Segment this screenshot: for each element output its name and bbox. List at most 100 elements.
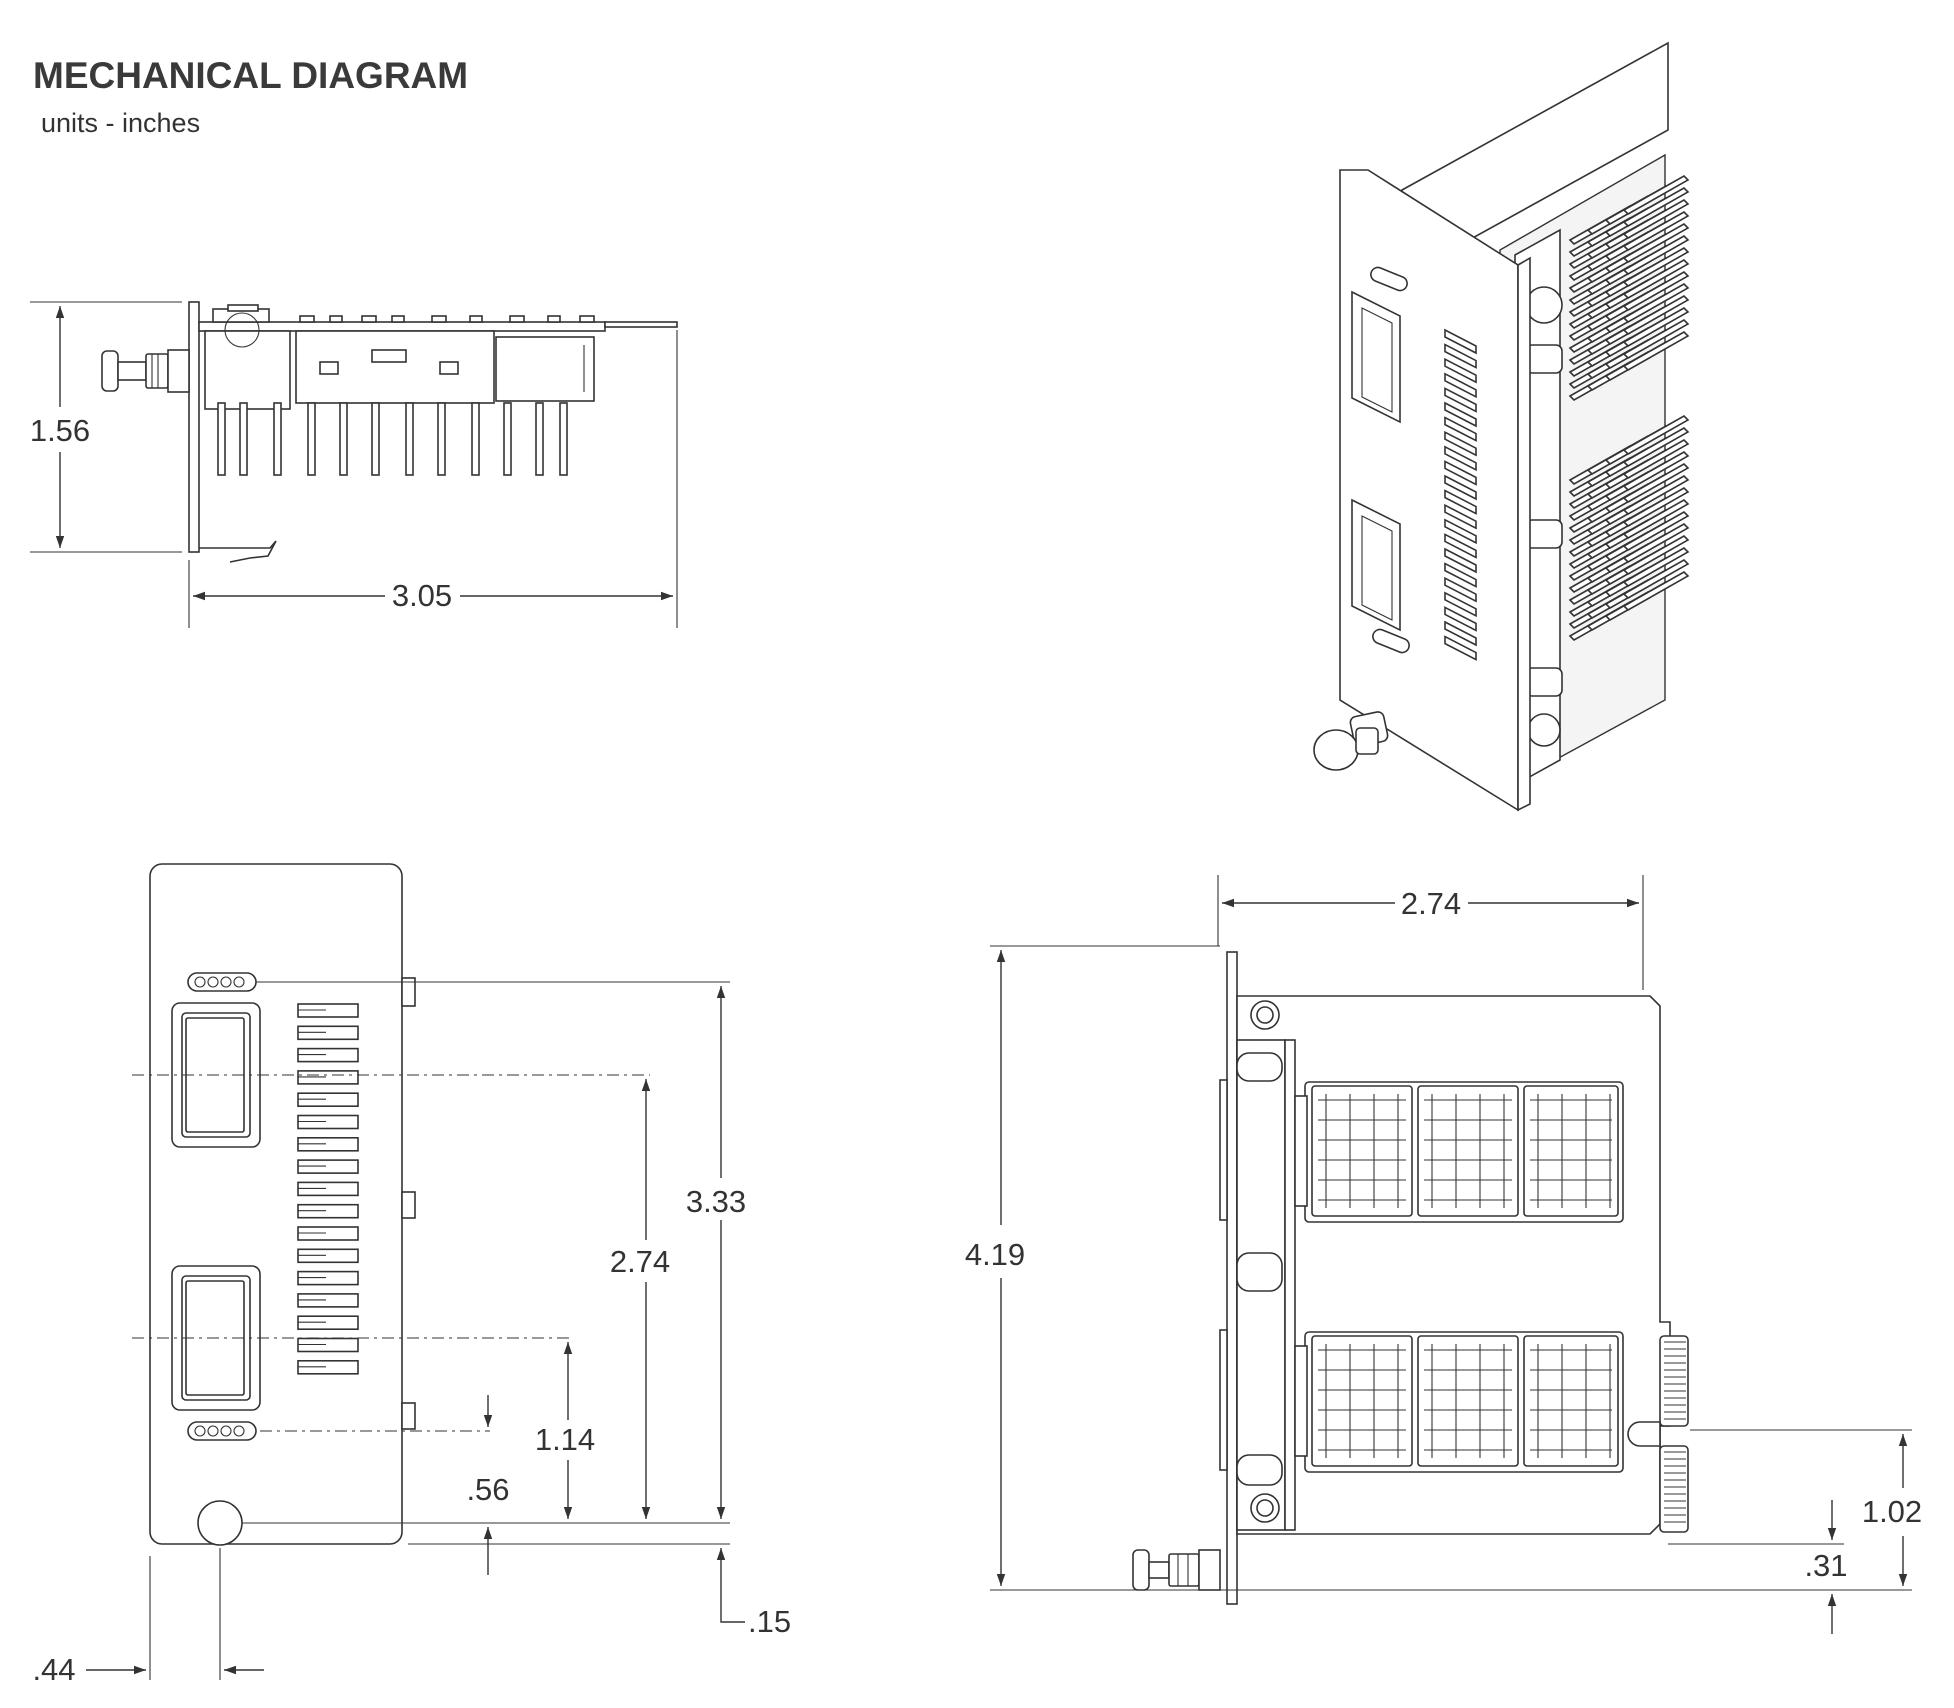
top-heatsink-block: [1417, 1335, 1519, 1467]
iso-fin: [1622, 199, 1690, 239]
side-fin: [471, 402, 480, 476]
iso-fin: [1622, 523, 1690, 563]
side-length-dimension: 3.05: [392, 578, 452, 613]
iso-fin: [1622, 259, 1690, 299]
iso-vent-slot: [1444, 606, 1477, 632]
side-cage-left: [204, 330, 291, 410]
iso-vent-slot: [1444, 533, 1477, 559]
front-view: 3.33 2.74 1.14 .56 .15 .44: [32, 863, 791, 1687]
units-note: units - inches: [41, 108, 200, 138]
iso-fin: [1622, 247, 1690, 287]
front-led-dimension: .56: [466, 1472, 509, 1507]
iso-fin: [1622, 427, 1690, 467]
top-heatsink-clip: [1294, 1345, 1308, 1457]
iso-vent-slot: [1444, 357, 1477, 384]
side-fin: [371, 402, 380, 476]
side-pcb-edge: [604, 321, 678, 328]
top-edge-dimension: .31: [1804, 1548, 1847, 1583]
top-heatsink-clip: [1294, 1095, 1308, 1207]
top-length-dimension: 4.19: [965, 1237, 1025, 1272]
iso-fin: [1622, 571, 1690, 611]
side-faceplate: [188, 301, 200, 553]
side-fin: [437, 402, 446, 476]
top-view: 2.74 4.19 1.02 .31: [965, 875, 1922, 1634]
front-led-group-top: [187, 972, 257, 992]
side-fin: [535, 402, 544, 476]
iso-vent-slot: [1444, 489, 1477, 515]
side-fin: [559, 402, 568, 476]
iso-fin: [1622, 211, 1690, 251]
iso-vent-slot: [1444, 620, 1477, 647]
iso-fin: [1622, 283, 1690, 323]
side-fin: [273, 402, 282, 476]
iso-vent-slot: [1444, 562, 1477, 588]
side-fin: [239, 402, 248, 476]
top-thumbscrew: [1132, 1549, 1221, 1591]
iso-vent-slot: [1444, 445, 1477, 472]
iso-fin: [1622, 295, 1690, 335]
front-vent-slots: [297, 1003, 359, 1375]
iso-vent-slot: [1444, 328, 1477, 355]
iso-vent-slot: [1444, 547, 1477, 574]
iso-fin: [1622, 319, 1690, 359]
iso-fin: [1622, 535, 1690, 575]
front-bottom-offset-dimension: .15: [748, 1604, 791, 1639]
iso-fin: [1622, 439, 1690, 479]
side-view: 1.56 3.05: [30, 301, 678, 628]
top-edge-contacts: [1664, 1341, 1686, 1523]
side-fin: [405, 402, 414, 476]
side-cage-right: [495, 336, 595, 402]
side-fin: [339, 402, 348, 476]
front-port-upper-dimension: 2.74: [610, 1244, 670, 1279]
iso-vent-slot: [1444, 416, 1477, 442]
iso-vent-slot: [1444, 460, 1477, 486]
iso-fin: [1622, 499, 1690, 539]
front-port-lower-dimension: 1.14: [535, 1422, 595, 1457]
side-height-dimension: 1.56: [30, 413, 90, 448]
top-heatsink-block: [1417, 1085, 1519, 1217]
iso-fin: [1622, 487, 1690, 527]
iso-fin: [1622, 175, 1690, 215]
iso-vent-slot: [1444, 430, 1477, 457]
top-edge-connector-upper: [1659, 1335, 1689, 1427]
top-heatsink-block: [1311, 1335, 1413, 1467]
iso-vent-slot: [1444, 387, 1477, 413]
iso-fin: [1622, 187, 1690, 227]
side-fin: [503, 402, 512, 476]
iso-fin: [1622, 415, 1690, 455]
iso-fin: [1622, 475, 1690, 515]
iso-vent-slot: [1444, 503, 1477, 530]
iso-fin: [1622, 235, 1690, 275]
iso-thumbscrew: [1313, 711, 1389, 771]
top-faceplate: [1226, 951, 1238, 1605]
iso-fin: [1622, 463, 1690, 503]
iso-port-lower: [1351, 498, 1401, 632]
top-heatsinks: [1294, 1081, 1624, 1473]
iso-vent-slot: [1444, 518, 1477, 545]
iso-vent-slot: [1444, 576, 1477, 603]
front-screw-offset-dimension: .44: [32, 1652, 75, 1687]
side-fin: [307, 402, 316, 476]
side-thumbscrew: [101, 349, 190, 393]
iso-vent-slot: [1444, 635, 1477, 661]
iso-fin: [1622, 223, 1690, 263]
top-heatsink-block: [1311, 1085, 1413, 1217]
iso-fin: [1622, 307, 1690, 347]
iso-fin: [1622, 559, 1690, 599]
top-heatsink-block: [1523, 1335, 1619, 1467]
isometric-view: [1313, 41, 1690, 812]
front-overall-dimension: 3.33: [686, 1184, 746, 1219]
top-width-dimension: 2.74: [1401, 886, 1461, 921]
side-heatsink-fins: [217, 402, 568, 476]
iso-port-upper: [1351, 290, 1401, 424]
front-faceplate: [149, 863, 403, 1545]
side-fin: [217, 402, 226, 476]
iso-fin: [1622, 331, 1690, 371]
top-heatsink-block: [1523, 1085, 1619, 1217]
iso-fin: [1622, 451, 1690, 491]
side-latch: [199, 540, 277, 563]
top-connector-dimension: 1.02: [1862, 1494, 1922, 1529]
iso-heatsink-fins: [1568, 175, 1690, 641]
iso-vent-slot: [1444, 401, 1477, 428]
